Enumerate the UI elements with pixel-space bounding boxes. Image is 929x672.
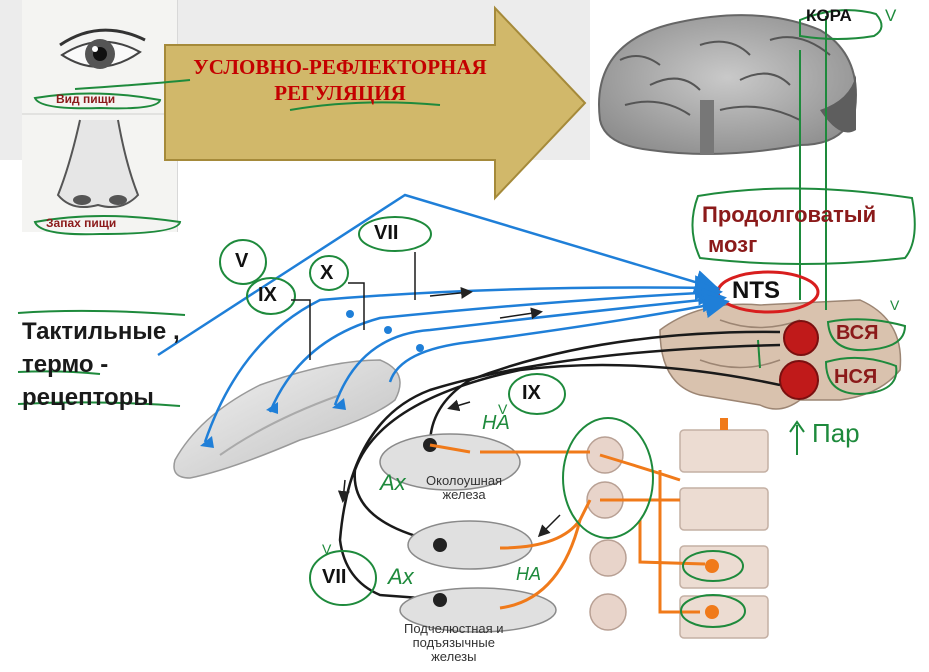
- banner-line-2: РЕГУЛЯЦИЯ: [274, 81, 406, 105]
- sublingual-glands: [399, 587, 557, 633]
- tongue-drawing: [173, 359, 401, 479]
- sub-label-line3: железы: [431, 649, 477, 664]
- brainstem-drawing: [659, 299, 902, 410]
- vsya-nucleus: [783, 320, 819, 356]
- nts-label: NTS: [732, 277, 780, 304]
- sub-label-line1: Подчелюстная и: [404, 621, 504, 636]
- parotid-label-line2: железа: [442, 487, 486, 502]
- receptors-line1: Тактильные ,: [22, 318, 180, 345]
- check-mark-vii: V: [322, 541, 332, 557]
- sub-label-line2: подъязычные: [412, 635, 495, 650]
- annotation-ah-upper: Ах: [380, 470, 406, 495]
- parotid-gland-label: Околоушная железа: [426, 474, 502, 502]
- spinal-segments: [679, 418, 769, 639]
- medulla-label-line1: Продолговатый: [702, 202, 877, 227]
- check-mark-ix: V: [498, 401, 508, 417]
- receptors-line3: рецепторы: [22, 384, 154, 411]
- nerve-v-label: V: [235, 250, 249, 272]
- food-sight-label: Вид пищи: [56, 92, 116, 106]
- nsya-nucleus: [779, 360, 819, 400]
- annotation-na-lower: НА: [516, 564, 542, 584]
- parasympathetic-label: Пар: [812, 418, 860, 448]
- nerve-ix-lower-label: IX: [522, 382, 541, 404]
- cortex-label: КОРА: [806, 6, 852, 25]
- nerve-vii-lower-label: VII: [322, 566, 347, 588]
- submandibular-gland-label: Подчелюстная и подъязычные железы: [404, 622, 504, 664]
- ganglia: [586, 436, 627, 631]
- nsya-label: НСЯ: [834, 366, 878, 388]
- parotid-gland: [379, 433, 521, 491]
- banner-line-1: УСЛОВНО-РЕФЛЕКТОРНАЯ: [193, 55, 487, 79]
- vsya-label: ВСЯ: [836, 322, 879, 344]
- check-mark-vsya: V: [890, 297, 900, 313]
- afferent-nerves: [157, 193, 730, 443]
- food-smell-label: Запах пищи: [46, 216, 117, 230]
- brain-drawing: [598, 14, 857, 155]
- nerve-ix-label: IX: [258, 284, 277, 306]
- banner-title: УСЛОВНО-РЕФЛЕКТОРНАЯ РЕГУЛЯЦИЯ: [150, 54, 530, 106]
- medulla-label-line2: мозг: [708, 232, 758, 257]
- nerve-vii-label: VII: [374, 222, 399, 244]
- receptors-line2: термо -: [22, 351, 109, 378]
- parotid-label-line1: Околоушная: [426, 473, 503, 488]
- annotation-ah-lower: Ах: [388, 564, 414, 589]
- efferent-nerves: [338, 330, 781, 600]
- submandibular-gland: [407, 520, 533, 570]
- eye-drawing: [59, 28, 146, 69]
- cortex-mark: V: [885, 6, 897, 25]
- nerve-x-label: X: [320, 262, 334, 284]
- nose-drawing: [56, 119, 140, 208]
- annotation-na-upper: НА: [482, 412, 510, 434]
